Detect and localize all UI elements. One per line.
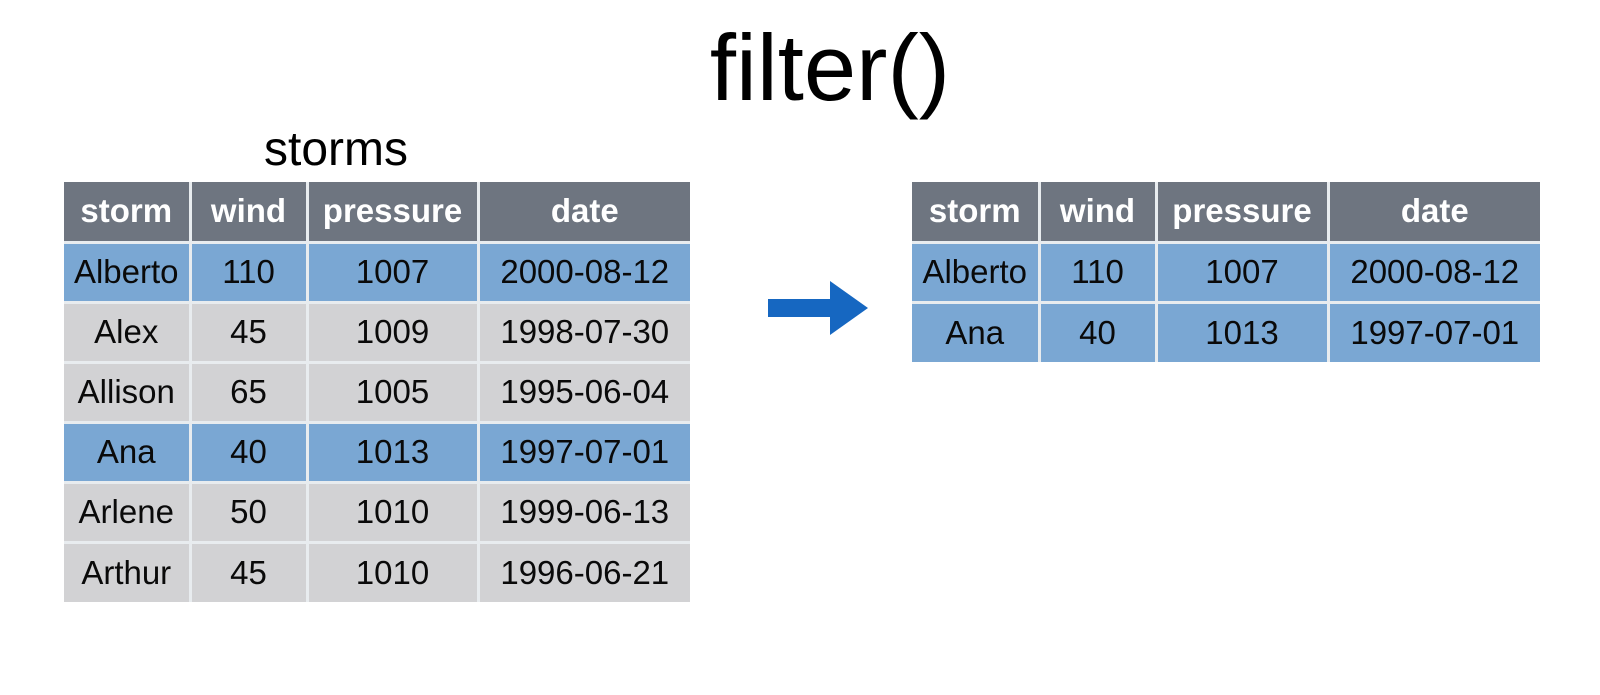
table-cell: 1997-07-01	[476, 420, 692, 484]
table-cell: Ana	[62, 420, 192, 484]
table-cell: 45	[188, 540, 309, 604]
column-header-pressure: pressure	[305, 180, 480, 244]
table-cell: 1007	[1154, 240, 1330, 304]
column-header-storm: storm	[910, 180, 1041, 244]
table-cell: Alberto	[62, 240, 192, 304]
table-cell: 110	[1037, 240, 1158, 304]
table-cell: 1998-07-30	[476, 300, 692, 364]
table-cell: Allison	[62, 360, 192, 424]
table-cell: 1997-07-01	[1326, 300, 1542, 364]
table-cell: 2000-08-12	[476, 240, 692, 304]
column-header-wind: wind	[188, 180, 309, 244]
table-cell: 110	[188, 240, 309, 304]
table-cell: 45	[188, 300, 309, 364]
table-cell: Alberto	[910, 240, 1041, 304]
table-cell: 50	[188, 480, 309, 544]
table-cell: 1010	[305, 540, 480, 604]
table-cell: 65	[188, 360, 309, 424]
table-cell: 1010	[305, 480, 480, 544]
left-table-label: storms	[264, 123, 408, 176]
table-cell: 1013	[1154, 300, 1330, 364]
column-header-storm: storm	[62, 180, 192, 244]
table-cell: 1009	[305, 300, 480, 364]
column-header-wind: wind	[1037, 180, 1158, 244]
table-cell: Arthur	[62, 540, 192, 604]
table-cell: 1013	[305, 420, 480, 484]
table-cell: 1007	[305, 240, 480, 304]
filter-arrow	[768, 281, 868, 335]
table-cell: 1999-06-13	[476, 480, 692, 544]
table-cell: 2000-08-12	[1326, 240, 1542, 304]
table-cell: Arlene	[62, 480, 192, 544]
page-title: filter()	[709, 15, 951, 120]
table-cell: Ana	[910, 300, 1041, 364]
right-arrow-icon	[768, 281, 868, 335]
column-header-date: date	[1326, 180, 1542, 244]
table-cell: 1995-06-04	[476, 360, 692, 424]
table-cell: 40	[188, 420, 309, 484]
column-header-pressure: pressure	[1154, 180, 1330, 244]
column-header-date: date	[476, 180, 692, 244]
table-cell: 1005	[305, 360, 480, 424]
table-cell: 40	[1037, 300, 1158, 364]
table-cell: Alex	[62, 300, 192, 364]
table-cell: 1996-06-21	[476, 540, 692, 604]
